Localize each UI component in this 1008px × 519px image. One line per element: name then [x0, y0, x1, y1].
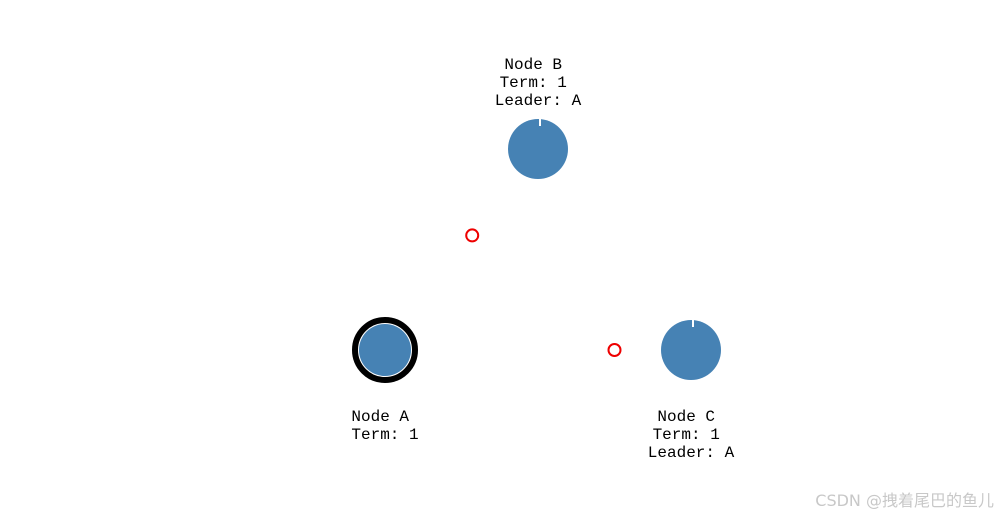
node-b-label: Node B Term: 1 Leader: A	[495, 56, 582, 110]
node-b-circle	[508, 119, 568, 179]
node-c-label: Node C Term: 1 Leader: A	[648, 408, 735, 462]
node-c-name: Node C	[657, 408, 715, 426]
node-a-circle	[359, 324, 411, 376]
node-a-name: Node A	[351, 408, 409, 426]
node-c-term: Term: 1	[653, 426, 720, 444]
node-a-label: Node A Term: 1	[351, 408, 418, 444]
node-a-leader-ring	[352, 317, 418, 383]
node-b[interactable]: Node B Term: 1 Leader: A	[495, 56, 582, 179]
watermark: CSDN @拽着尾巴的鱼儿	[815, 491, 994, 510]
node-c[interactable]: Node C Term: 1 Leader: A	[648, 320, 735, 462]
node-c-circle	[661, 320, 721, 380]
node-b-name: Node B	[504, 56, 562, 74]
node-a[interactable]: Node A Term: 1	[351, 317, 419, 444]
node-c-leader: Leader: A	[648, 444, 735, 462]
node-b-term: Term: 1	[500, 74, 567, 92]
node-a-term: Term: 1	[351, 426, 418, 444]
message-a-to-c	[607, 343, 622, 357]
message-a-to-b	[465, 228, 480, 243]
node-b-leader: Leader: A	[495, 92, 582, 110]
